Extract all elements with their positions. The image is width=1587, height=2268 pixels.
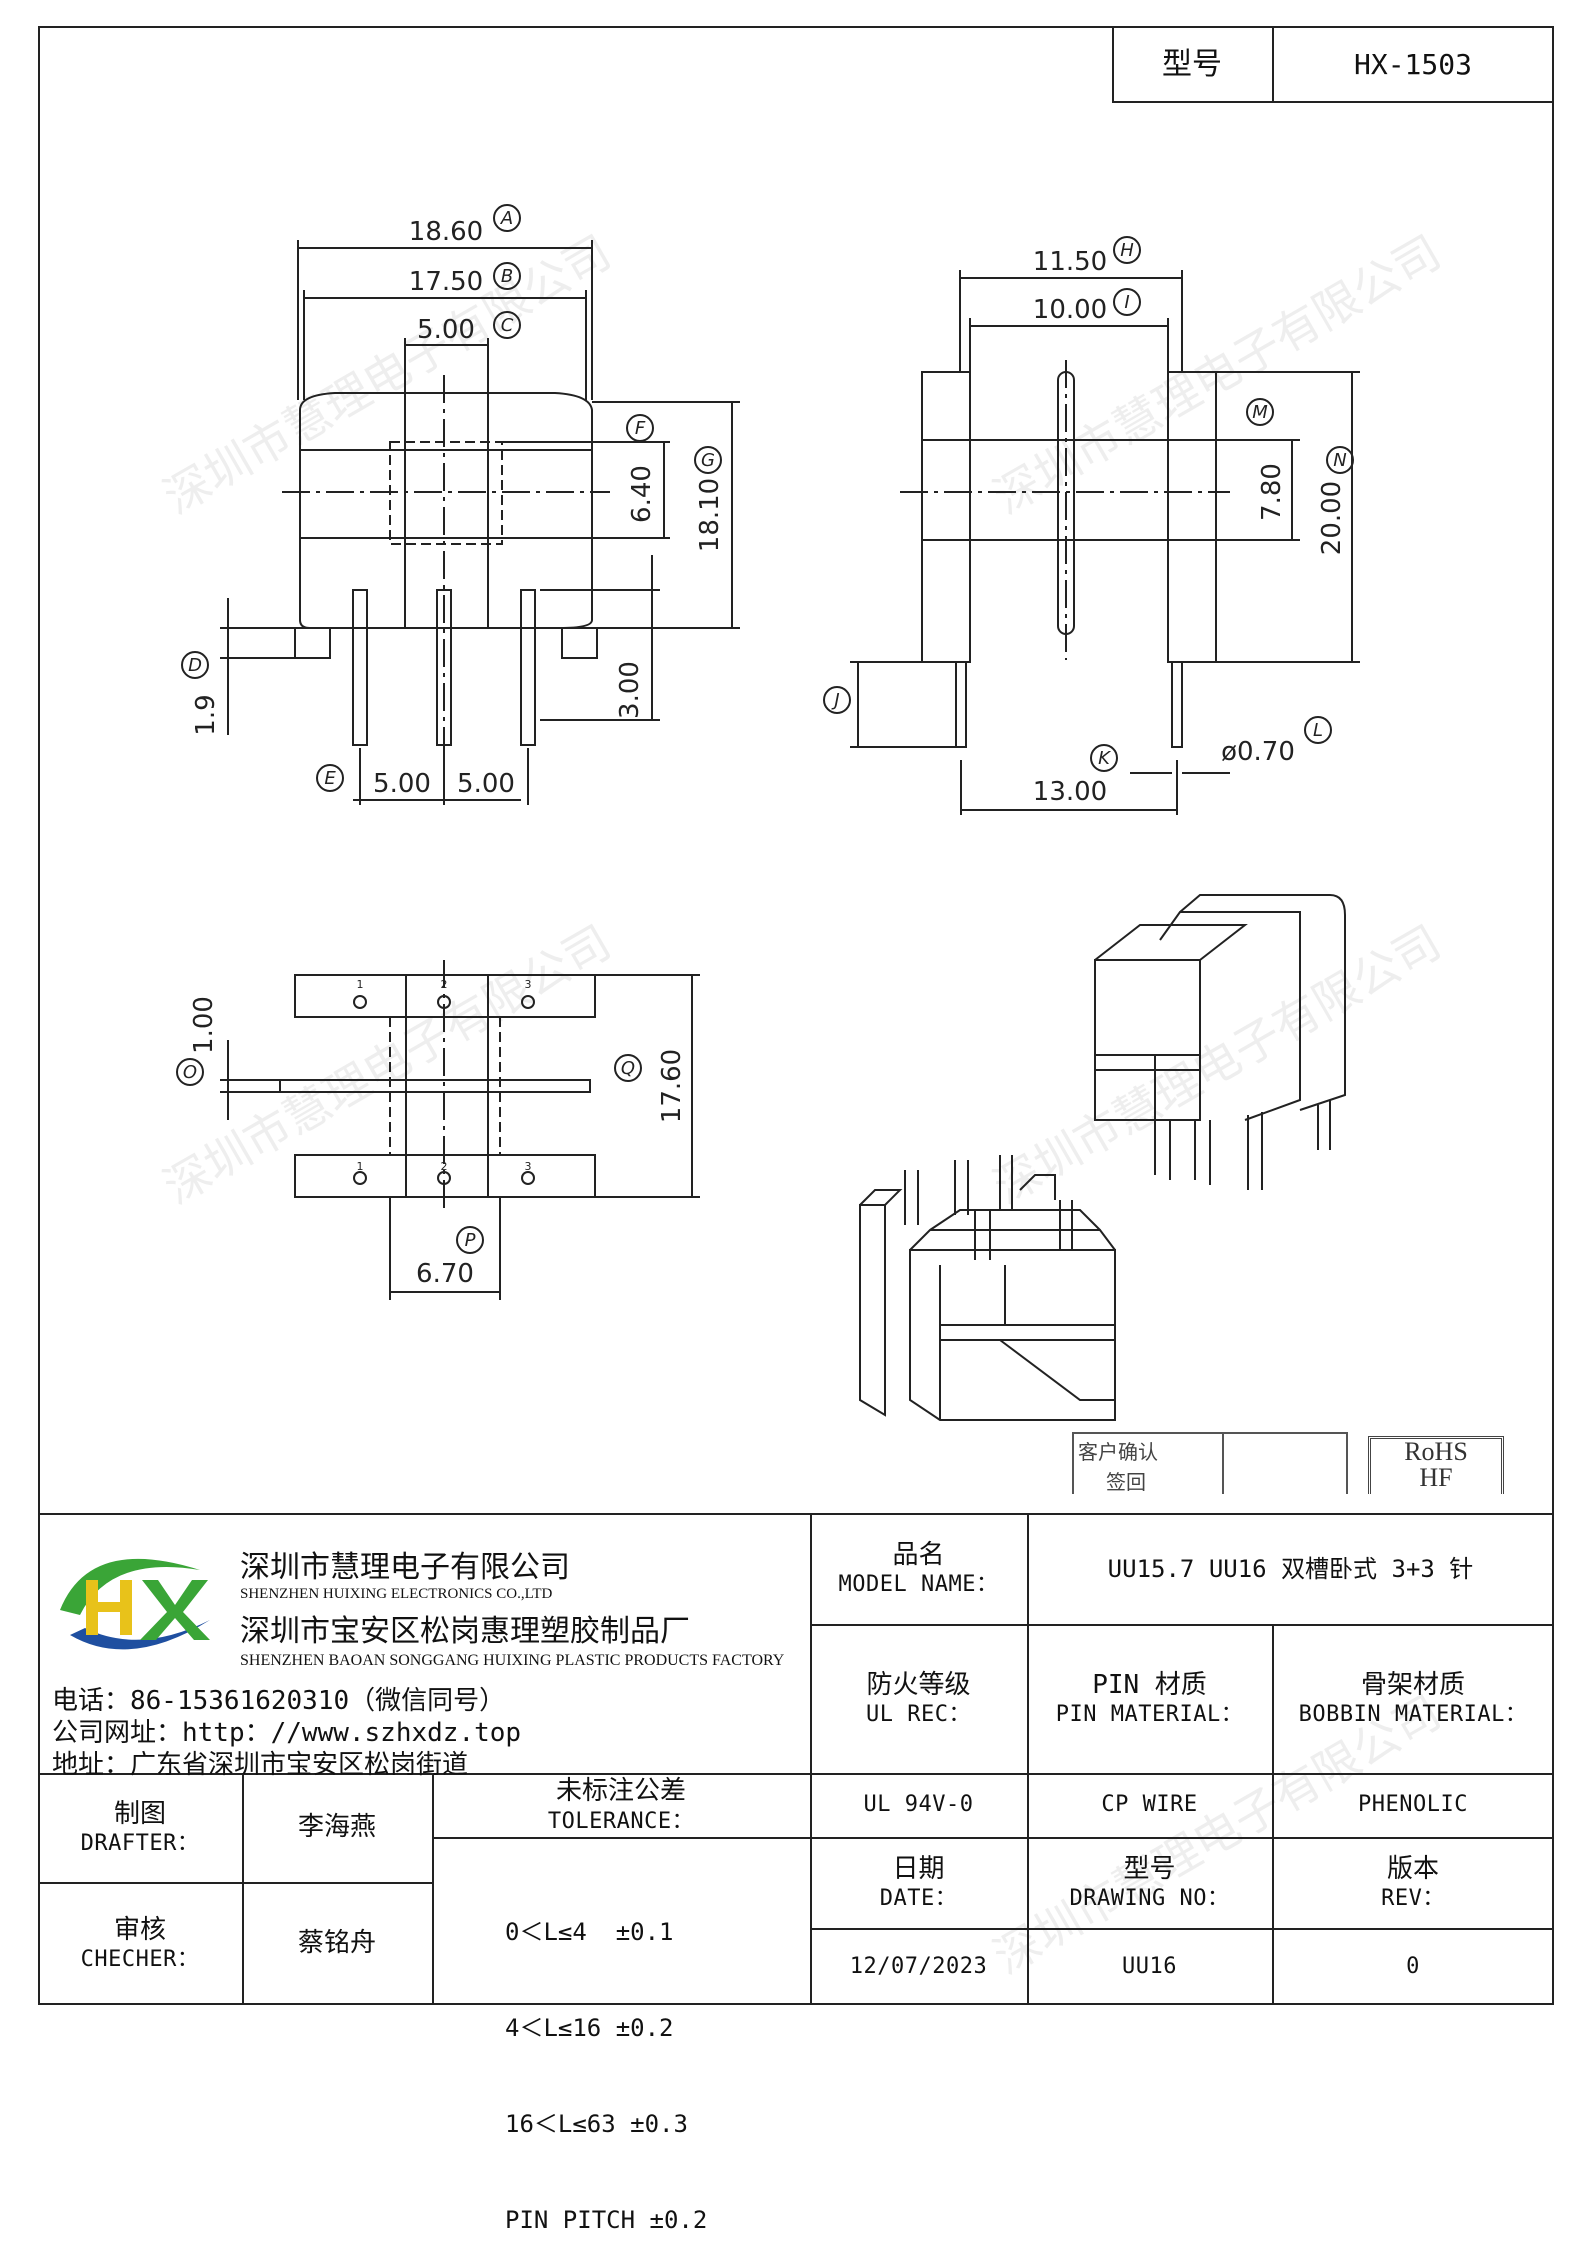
label-h: H — [1120, 240, 1134, 261]
model-value: HX-1503 — [1353, 48, 1472, 81]
dim-6-70: 6.70 — [416, 1259, 474, 1289]
model-label: 型号 — [1162, 46, 1222, 82]
label-f: F — [635, 418, 646, 439]
model-name-value: UU15.7 UU16 双槽卧式 3+3 针 — [1107, 1554, 1474, 1583]
drawing-no-value: UU16 — [1122, 1953, 1177, 1979]
drawing-frame — [38, 26, 1554, 2005]
checker-name: 蔡铭舟 — [297, 1928, 376, 1959]
checker-label: 审核 CHECHER： — [80, 1914, 200, 1973]
label-c: C — [501, 315, 514, 336]
pin-number: 2 — [441, 1160, 448, 1173]
factory-name-en: SHENZHEN BAOAN SONGGANG HUIXING PLASTIC … — [240, 1652, 785, 1669]
logo-swoosh-green — [60, 1558, 200, 1615]
label-b: B — [501, 266, 513, 287]
label-j: J — [831, 690, 839, 711]
dim-20-00: 20.00 — [1317, 481, 1347, 555]
label-l: L — [1313, 720, 1323, 741]
drawing-no-label: 型号 DRAWING NO： — [1069, 1853, 1230, 1912]
company-name-cn: 深圳市慧理电子有限公司 — [240, 1550, 570, 1585]
label-i: I — [1124, 292, 1129, 313]
dim-3-00: 3.00 — [615, 661, 645, 719]
label-e: E — [324, 768, 336, 789]
factory-name-cn: 深圳市宝安区松岗惠理塑胶制品厂 — [240, 1614, 690, 1649]
drafter-label: 制图 DRAFTER： — [80, 1798, 200, 1857]
ul-rec-value: UL 94V-0 — [863, 1792, 974, 1818]
pin-material-label: PIN 材质 PIN MATERIAL： — [1055, 1669, 1244, 1728]
technical-drawing: 18.60 17.50 5.00 6.40 18.10 1.9 3.00 5.0… — [176, 204, 1360, 1421]
sign-back-label: 签回 — [1106, 1470, 1146, 1494]
dim-10-00: 10.00 — [1033, 295, 1107, 325]
rohs-text: RoHS — [1404, 1437, 1468, 1466]
logo-swoosh-blue — [70, 1620, 210, 1650]
tolerance-line: 0＜L≤4 ±0.1 — [505, 1918, 674, 1946]
dim-17-50: 17.50 — [409, 267, 483, 297]
dim-5-00-b: 5.00 — [373, 769, 431, 799]
company-name-en: SHENZHEN HUIXING ELECTRONICS CO.,LTD — [240, 1586, 553, 1602]
customer-confirm-label: 客户确认 — [1078, 1440, 1158, 1464]
pin-number: 3 — [525, 978, 532, 991]
company-address: 地址：广东省深圳市宝安区松岗街道 — [52, 1750, 469, 1780]
dim-18-60: 18.60 — [409, 217, 483, 247]
company-logo — [60, 1558, 210, 1650]
pin-material-value: CP WIRE — [1101, 1792, 1198, 1818]
label-g: G — [701, 450, 715, 471]
dim-17-60: 17.60 — [657, 1049, 687, 1123]
label-a: A — [500, 208, 513, 229]
label-o: O — [183, 1062, 197, 1083]
dim-5-00: 5.00 — [417, 315, 475, 345]
rohs-hf-stamp: RoHS HF — [1368, 1436, 1504, 1494]
tolerance-line: 4＜L≤16 ±0.2 — [505, 2014, 674, 2042]
rev-value: 0 — [1406, 1953, 1420, 1979]
model-name-label: 品名 MODEL NAME： — [838, 1539, 999, 1598]
pin-number: 2 — [441, 978, 448, 991]
label-m: M — [1252, 402, 1268, 423]
rev-label: 版本 REV： — [1381, 1853, 1445, 1912]
label-d: D — [188, 655, 202, 676]
label-k: K — [1098, 748, 1111, 769]
drafter-name: 李海燕 — [297, 1812, 376, 1843]
company-website[interactable]: 公司网址：http：//www.szhxdz.top — [52, 1718, 522, 1748]
bobbin-material-label: 骨架材质 BOBBIN MATERIAL： — [1298, 1669, 1528, 1728]
tolerance-line: PIN PITCH ±0.2 — [505, 2206, 708, 2234]
pin-number: 3 — [525, 1160, 532, 1173]
dim-0-70: ø0.70 — [1221, 737, 1295, 767]
pin-number: 1 — [357, 1160, 364, 1173]
tolerance-table: 0＜L≤4 ±0.1 4＜L≤16 ±0.2 16＜L≤63 ±0.3 PIN … — [505, 1852, 707, 2268]
date-label: 日期 DATE： — [879, 1853, 958, 1912]
dim-7-80: 7.80 — [1257, 463, 1287, 521]
hf-text: HF — [1419, 1463, 1453, 1492]
customer-confirm-box: 客户确认 签回 — [1072, 1432, 1348, 1494]
label-p: P — [465, 1230, 476, 1251]
dim-13-00: 13.00 — [1033, 777, 1107, 807]
bobbin-material-value: PHENOLIC — [1358, 1792, 1468, 1818]
label-n: N — [1333, 450, 1346, 471]
dim-5-00-c: 5.00 — [457, 769, 515, 799]
date-value: 12/07/2023 — [849, 1953, 988, 1979]
dim-11-50: 11.50 — [1033, 247, 1107, 277]
label-q: Q — [621, 1058, 635, 1079]
tolerance-label: 未标注公差 TOLERANCE： — [547, 1776, 695, 1834]
company-phone: 电话：86-15361620310（微信同号） — [52, 1686, 506, 1716]
dim-6-40: 6.40 — [627, 465, 657, 523]
dim-1-00: 1.00 — [189, 996, 219, 1054]
dim-18-10: 18.10 — [695, 478, 725, 552]
pin-number: 1 — [357, 978, 364, 991]
tolerance-line: 16＜L≤63 ±0.3 — [505, 2110, 688, 2138]
dim-1-9: 1.9 — [191, 694, 221, 735]
ul-rec-label: 防火等级 UL REC： — [866, 1669, 971, 1728]
